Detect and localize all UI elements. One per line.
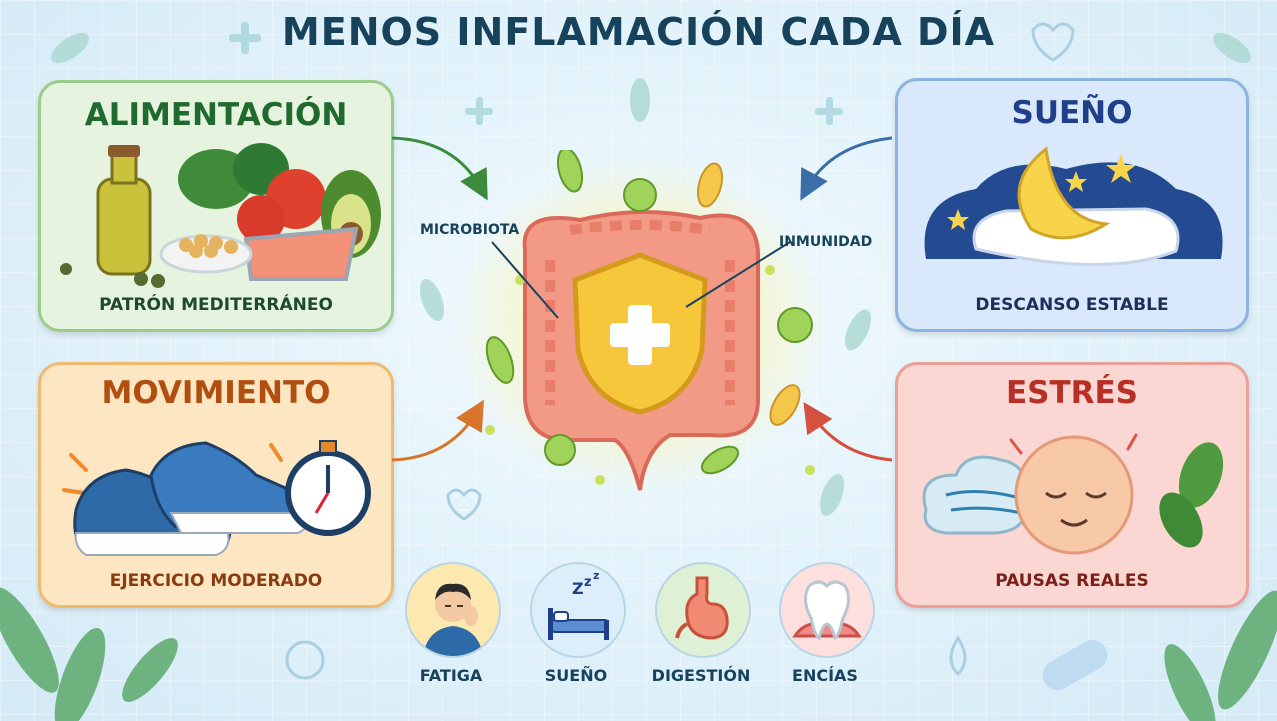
inmunidad-label: INMUNIDAD — [779, 234, 873, 250]
symptom-digestion-circle — [655, 562, 751, 658]
card-alimentacion-heading: ALIMENTACIÓN — [84, 97, 348, 133]
tooth-icon — [792, 580, 862, 641]
card-estres-heading: ESTRÉS — [1005, 375, 1139, 411]
sneakers-stopwatch-icon — [62, 440, 371, 556]
card-alimentacion-caption: PATRÓN MEDITERRÁNEO — [99, 295, 333, 315]
card-sueno-caption: DESCANSO ESTABLE — [975, 295, 1169, 315]
card-movimiento-caption: EJERCICIO MODERADO — [109, 571, 323, 591]
symptom-sueno-label: SUEÑO — [544, 666, 608, 685]
calm-face-breath-icon — [922, 433, 1224, 555]
symptom-fatiga-label: FATIGA — [419, 666, 483, 685]
mediterranean-food-icon — [60, 143, 381, 288]
gut-shield-illustration — [450, 150, 830, 495]
symptom-sueno-circle: Z z z — [530, 562, 626, 658]
card-alimentacion: ALIMENTACIÓN PATRÓN MEDITERRÁNEO — [38, 80, 394, 332]
bed-sleep-icon: Z z z — [548, 569, 609, 640]
card-estres-caption: PAUSAS REALES — [995, 571, 1149, 591]
tired-person-icon — [423, 583, 483, 656]
symptom-encias-label: ENCÍAS — [792, 666, 858, 685]
symptom-encias-circle — [779, 562, 875, 658]
svg-text:z: z — [584, 575, 592, 590]
page-title: MENOS INFLAMACIÓN CADA DÍA — [281, 10, 996, 54]
card-sueno-heading: SUEÑO — [1011, 95, 1133, 131]
card-movimiento-heading: MOVIMIENTO — [101, 375, 331, 411]
stomach-icon — [675, 576, 729, 640]
svg-text:z: z — [593, 569, 599, 582]
microbiota-label: MICROBIOTA — [420, 222, 520, 238]
card-estres: ESTRÉS PAUSAS REALES — [895, 362, 1249, 608]
card-sueno: SUEÑO DESCANSO ESTABLE — [895, 78, 1249, 332]
symptom-digestion-label: DIGESTIÓN — [651, 666, 751, 685]
card-movimiento: MOVIMIENTO EJERCICIO MODERADO — [38, 362, 394, 608]
moon-pillow-icon — [924, 146, 1223, 267]
svg-text:Z: Z — [572, 579, 584, 598]
symptom-fatiga-circle — [405, 562, 501, 658]
